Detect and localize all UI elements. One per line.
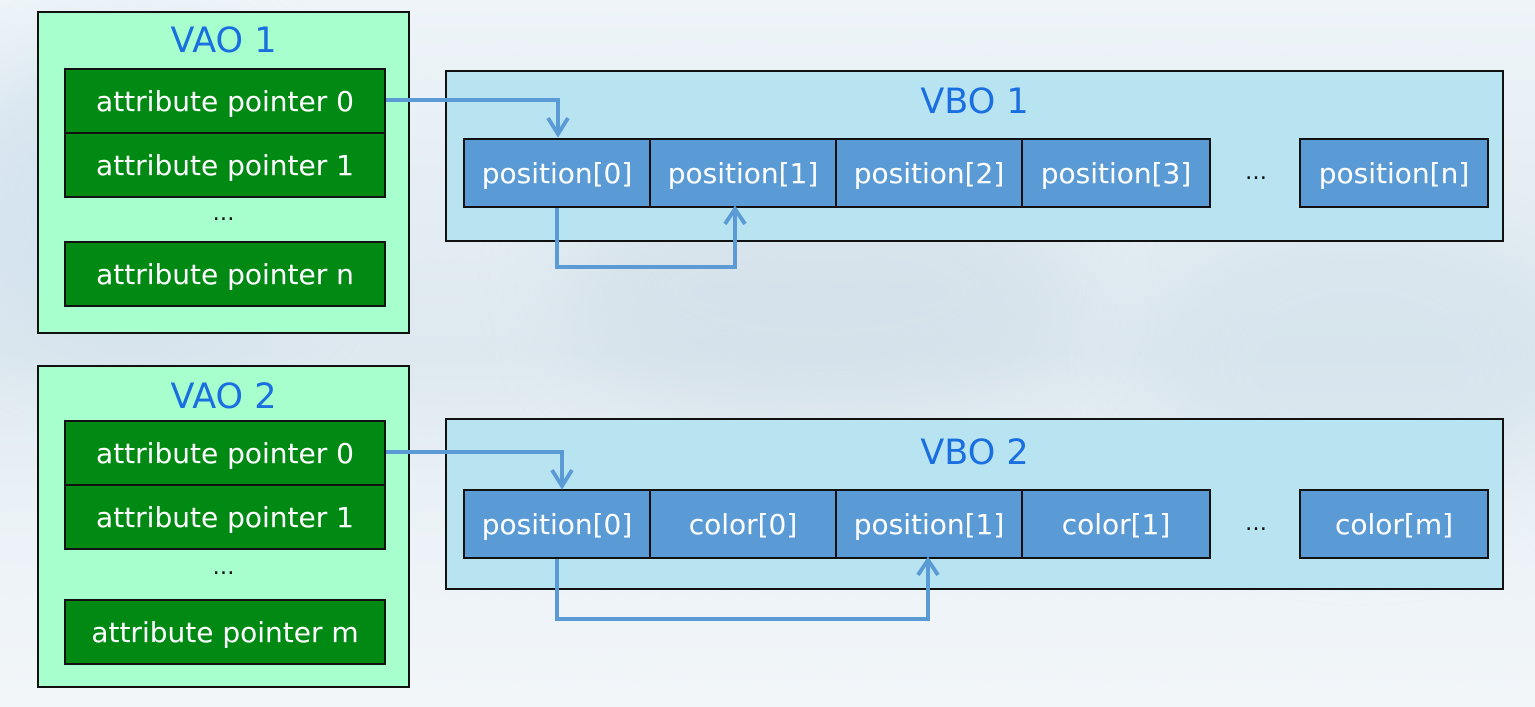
- vao-1-ellipsis: …: [212, 201, 235, 226]
- vbo-1-cell-1: position[1]: [649, 138, 837, 208]
- vbo-1-stride-arrow: [555, 208, 737, 269]
- vbo-1-stride-arrowhead: [723, 205, 747, 226]
- vbo-2-stride-arrow: [555, 559, 930, 621]
- vao-1-to-vbo-1-arrowhead: [546, 116, 570, 138]
- vbo-1-cell-2: position[2]: [835, 138, 1023, 208]
- vbo-2-cell-0: position[0]: [463, 489, 651, 559]
- vao-1-attribute-pointer-n: attribute pointer n: [64, 241, 386, 307]
- vbo-1-cell-n: position[n]: [1299, 138, 1489, 208]
- vbo-2-cell-m: color[m]: [1299, 489, 1489, 559]
- vao-1-box: VAO 1 attribute pointer 0 attribute poin…: [37, 11, 410, 334]
- vbo-2-cell-1: color[0]: [649, 489, 837, 559]
- vbo-2-ellipsis: …: [1245, 511, 1267, 536]
- vao-2-box: VAO 2 attribute pointer 0 attribute poin…: [37, 365, 410, 688]
- vbo-1-cell-0: position[0]: [463, 138, 651, 208]
- vao-2-title: VAO 2: [170, 377, 277, 417]
- vao-2-attribute-pointer-1: attribute pointer 1: [64, 484, 386, 550]
- vao-2-attribute-pointer-m: attribute pointer m: [64, 599, 386, 665]
- vbo-2-title: VBO 2: [920, 433, 1029, 473]
- vao-2-attribute-pointer-0: attribute pointer 0: [64, 420, 386, 486]
- vao-2-ellipsis: …: [212, 555, 235, 580]
- vao-1-title: VAO 1: [170, 21, 277, 61]
- vbo-1-cell-3: position[3]: [1021, 138, 1211, 208]
- vao-2-to-vbo-2-arrow: [386, 450, 564, 484]
- vao-1-attribute-pointer-1: attribute pointer 1: [64, 132, 386, 198]
- vao-2-to-vbo-2-arrowhead: [550, 468, 574, 490]
- vao-1-to-vbo-1-arrow: [386, 98, 560, 132]
- vbo-1-ellipsis: …: [1245, 160, 1267, 185]
- vbo-2-stride-arrowhead: [916, 556, 940, 577]
- vbo-1-title: VBO 1: [920, 82, 1029, 122]
- vbo-2-cell-3: color[1]: [1021, 489, 1211, 559]
